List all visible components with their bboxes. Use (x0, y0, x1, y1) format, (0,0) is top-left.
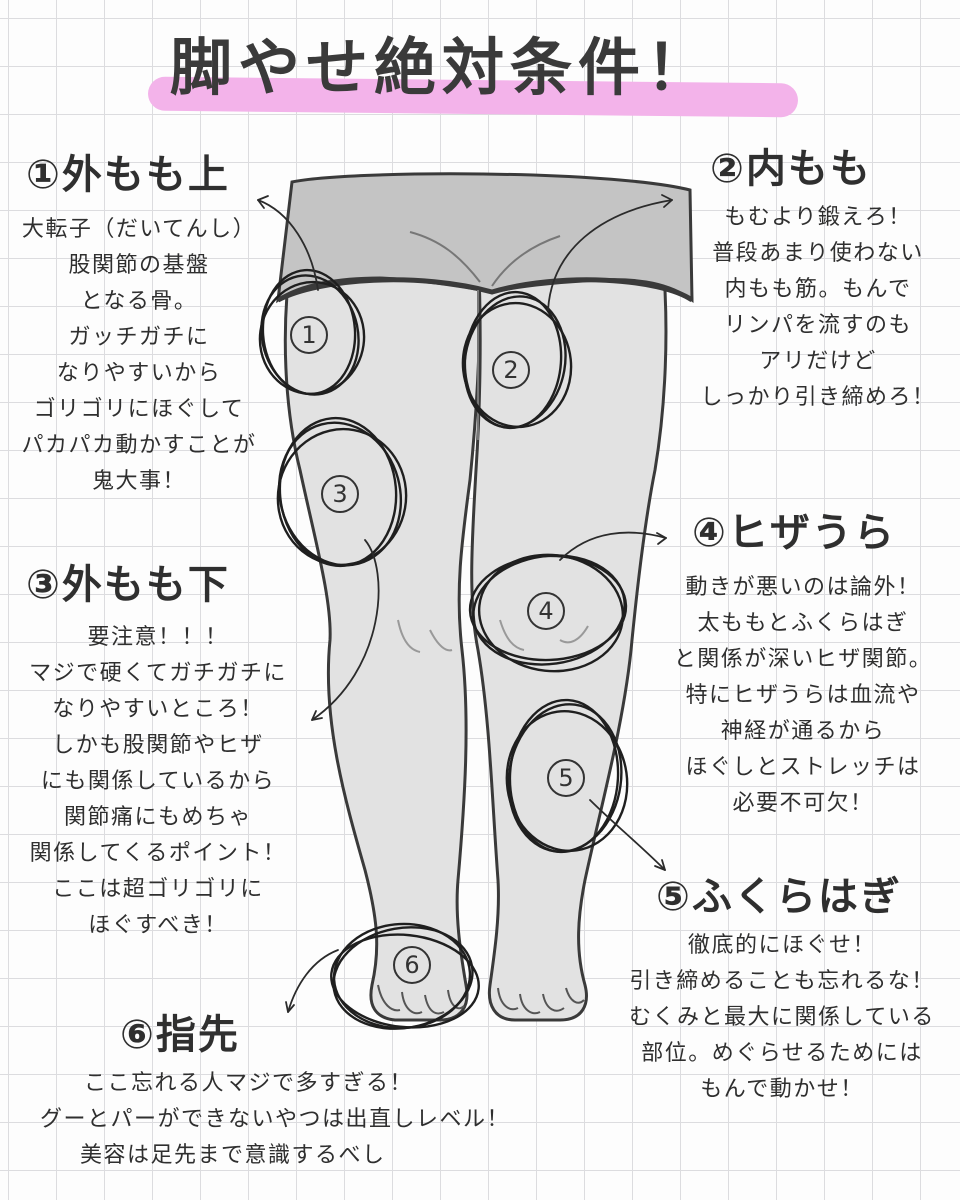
marker-number-3: 3 (332, 480, 347, 508)
section-3-text: 要注意！！！ マジで硬くてガチガチに なりやすいところ！ しかも股関節やヒザ に… (8, 620, 308, 944)
section-5-line: むくみと最大に関係している (629, 1005, 935, 1030)
section-2-line: リンパを流すのも (723, 313, 912, 338)
arrow-5 (589, 799, 666, 871)
section-1-line: 大転子（だいてんし） (21, 217, 257, 242)
marker-ring-3 (276, 416, 408, 568)
arrow-2 (547, 199, 673, 311)
section-6-heading: ⑥指先 (120, 1012, 240, 1058)
section-2-line: 内もも筋。もんで (724, 277, 912, 302)
arrow-3 (311, 539, 380, 721)
marker-ring-1 (258, 268, 366, 396)
section-3-line: ここは超ゴリゴリに (52, 877, 264, 902)
section-1-heading: ①外もも上 (26, 152, 230, 198)
section-5-text: 徹底的にほぐせ！ 引き締めることも忘れるな！ むくみと最大に関係している 部位。… (612, 928, 952, 1108)
marker-ring-6 (330, 922, 480, 1030)
section-5-line: もんで動かせ！ (700, 1077, 864, 1102)
section-4-line: 必要不可欠！ (732, 791, 874, 816)
section-1-line: 鬼大事！ (91, 469, 186, 494)
marker-number-5: 5 (558, 764, 573, 792)
arrow-1 (257, 199, 319, 291)
section-4-line: 特にヒザうらは血流や (685, 683, 921, 708)
left-leg-shape (283, 248, 482, 1022)
section-3-line: なりやすいところ！ (52, 697, 264, 722)
section-5-line: 徹底的にほぐせ！ (687, 933, 876, 958)
marker-number-1: 1 (301, 321, 316, 349)
section-3-line: しかも股関節やヒザ (52, 733, 264, 758)
section-1-line: となる骨。 (80, 289, 198, 314)
section-3-line: マジで硬くてガチガチに (29, 661, 287, 686)
section-6-text: ここ忘れる人マジで多すぎる！ グーとパーができないやつは出直しレベル！ 美容は足… (40, 1066, 580, 1174)
marker-number-4: 4 (538, 597, 553, 625)
section-5-line: 部位。めぐらせるためには (641, 1041, 923, 1066)
section-3-line: 要注意！！！ (87, 625, 229, 650)
section-3-line: 関節痛にもめちゃ (63, 805, 252, 830)
section-5-line: 引き締めることも忘れるな！ (629, 969, 935, 994)
section-4-line: 動きが悪いのは論外！ (685, 575, 921, 600)
section-3-line: 関係してくるポイント！ (29, 841, 287, 866)
section-1-text: 大転子（だいてんし） 股関節の基盤 となる骨。 ガッチガチに なりやすいから ゴ… (8, 212, 270, 500)
section-3-line: にも関係しているから (40, 769, 276, 794)
section-6-line: ここ忘れる人マジで多すぎる！ (84, 1071, 414, 1096)
marker-number-2: 2 (503, 356, 518, 384)
section-2-text: もむより鍛えろ！ 普段あまり使わない 内もも筋。もんで リンパを流すのも アリだ… (690, 200, 946, 416)
section-4-line: 太ももとふくらはぎ (697, 611, 909, 636)
section-1-line: ガッチガチに (68, 325, 210, 350)
marker-ring-2 (461, 290, 573, 430)
marker-ring-4 (468, 553, 628, 673)
section-6-line: グーとパーができないやつは出直しレベル！ (40, 1107, 511, 1132)
section-6-line: 美容は足先まで意識するべし (80, 1143, 386, 1168)
section-2-line: しっかり引き締めろ！ (700, 385, 936, 410)
section-1-line: ゴリゴリにほぐして (33, 397, 245, 422)
right-leg-shape (470, 248, 668, 1022)
section-5-heading: ⑤ふくらはぎ (656, 874, 902, 920)
section-1-line: 股関節の基盤 (68, 253, 210, 278)
section-4-text: 動きが悪いのは論外！ 太ももとふくらはぎ と関係が深いヒザ関節。 特にヒザうらは… (652, 570, 954, 822)
arrow-4 (559, 531, 667, 561)
section-2-line: もむより鍛えろ！ (724, 205, 912, 230)
section-2-heading: ②内もも (710, 146, 872, 192)
section-4-line: と関係が深いヒザ関節。 (673, 647, 933, 672)
section-2-line: 普段あまり使わない (712, 241, 924, 266)
section-3-heading: ③外もも下 (26, 562, 230, 608)
section-4-heading: ④ヒザうら (692, 510, 896, 556)
section-4-line: 神経が通るから (720, 719, 886, 744)
arrow-6 (287, 949, 339, 1013)
section-3-line: ほぐすべき！ (88, 913, 228, 938)
section-4-line: ほぐしとストレッチは (685, 755, 921, 780)
section-1-line: なりやすいから (56, 361, 222, 386)
section-2-line: アリだけど (759, 349, 877, 374)
page-title: 脚やせ絶対条件！ (170, 31, 715, 104)
marker-number-6: 6 (404, 951, 419, 979)
marker-ring-5 (505, 698, 629, 854)
section-1-line: パカパカ動かすことが (21, 433, 257, 458)
